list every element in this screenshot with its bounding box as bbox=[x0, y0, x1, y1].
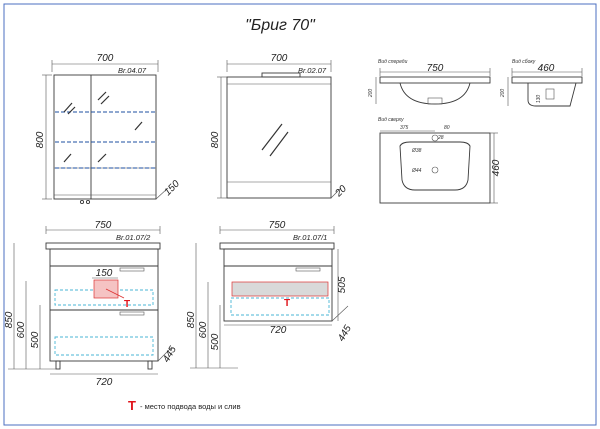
sink-front-height: 200 bbox=[368, 89, 374, 99]
cabinet-single-width-bottom: 720 bbox=[270, 325, 287, 336]
plumbing-marker: T bbox=[284, 298, 290, 309]
mirror-cabinet-height: 800 bbox=[35, 131, 46, 148]
sink-top-edge bbox=[379, 76, 491, 84]
plumbing-marker: T bbox=[124, 299, 130, 310]
legend-marker: T bbox=[128, 398, 136, 413]
sink-side-depth: 460 bbox=[538, 63, 555, 74]
sink-top-label: Вид сверху bbox=[378, 117, 404, 123]
cabinet-drawers-code: Br.01.07/2 bbox=[116, 233, 151, 242]
sink-side-label: Вид сбоку bbox=[512, 59, 536, 65]
mirror-cabinet-depth: 150 bbox=[162, 178, 182, 198]
sink-top-view: Вид сверху 375 80 28 Ø38 Ø44 460 bbox=[378, 117, 502, 204]
mirror-width: 700 bbox=[271, 53, 288, 64]
sink-top-depth: 460 bbox=[491, 159, 502, 176]
cabinet-drawers-view: 750 Br.01.07/2 T 150 850 600 500 445 bbox=[4, 220, 179, 388]
sink-top-offset: 375 bbox=[400, 125, 409, 131]
faucet-hole bbox=[431, 134, 439, 142]
mirror-cabinet-view: 700 Br.04.07 800 150 bbox=[35, 53, 182, 205]
sink-front-view: Вид спереди 750 200 bbox=[368, 59, 491, 105]
sink-top-bowl bbox=[399, 141, 471, 191]
sink-slab bbox=[45, 242, 161, 250]
sink-hole-diam-a: Ø38 bbox=[411, 148, 422, 154]
sink-hole-diam-b: Ø44 bbox=[411, 168, 422, 174]
cabinet-drawers-height-b: 500 bbox=[30, 331, 41, 348]
cabinet-drawers-height-a: 600 bbox=[16, 321, 27, 338]
drawer-zone bbox=[54, 336, 154, 356]
drawing-title: "Бриг 70" bbox=[245, 17, 316, 34]
sink-top-outline bbox=[379, 132, 491, 204]
plumbing-zone bbox=[231, 281, 329, 297]
mirror-depth: 20 bbox=[333, 183, 350, 200]
cabinet-single-height-a: 600 bbox=[198, 321, 209, 338]
drawer-zone bbox=[230, 297, 330, 316]
sink-width: 750 bbox=[427, 63, 444, 74]
sink-side-height: 200 bbox=[500, 89, 506, 99]
drawer-handle bbox=[295, 267, 321, 272]
cabinet-single-height-right: 505 bbox=[337, 276, 348, 293]
cabinet-single-view: 750 Br.01.07/1 T 505 850 600 500 720 445 bbox=[186, 220, 354, 369]
mirror-code: Br.02.07 bbox=[298, 66, 327, 75]
mirror-lamp bbox=[261, 72, 301, 78]
legend: T - место подвода воды и слив bbox=[128, 398, 241, 413]
drawer-handle bbox=[119, 267, 145, 272]
sink-bowl-profile bbox=[399, 82, 471, 105]
cabinet-drawers-height-total: 850 bbox=[4, 311, 15, 328]
cabinet-body bbox=[49, 248, 159, 362]
cabinet-drawers-width-top: 750 bbox=[95, 220, 112, 231]
mirror-height: 800 bbox=[210, 131, 221, 148]
mirror-body bbox=[226, 76, 332, 199]
sink-side-view: Вид сбоку 460 200 130 bbox=[500, 59, 583, 107]
sink-side-small: 130 bbox=[536, 95, 542, 104]
cabinet-single-code: Br.01.07/1 bbox=[293, 233, 327, 242]
cabinet-drawers-width-bottom: 720 bbox=[96, 377, 113, 388]
drain-hole bbox=[431, 166, 439, 174]
mirror-cabinet-code: Br.04.07 bbox=[118, 66, 147, 75]
cabinet-drawers-depth: 445 bbox=[161, 344, 179, 364]
cabinet-single-height-b: 500 bbox=[210, 333, 221, 350]
mirror-view: 700 Br.02.07 800 20 bbox=[210, 53, 349, 200]
sink-top-small-a: 80 bbox=[444, 125, 450, 131]
cabinet-body bbox=[223, 248, 333, 322]
sink-side-profile bbox=[527, 82, 577, 107]
mirror-cabinet-body bbox=[53, 74, 157, 200]
sheet-frame bbox=[3, 3, 597, 426]
sink-side-top bbox=[511, 76, 583, 84]
cabinet-drawers-inner-cut: 150 bbox=[96, 268, 113, 279]
sink-front-label: Вид спереди bbox=[378, 59, 408, 65]
drawer-zone bbox=[54, 289, 154, 306]
cabinet-single-height-total: 850 bbox=[186, 311, 197, 328]
sink-top-small-b: 28 bbox=[437, 135, 444, 141]
legend-text: - место подвода воды и слив bbox=[140, 402, 241, 411]
mirror-cabinet-width: 700 bbox=[97, 53, 114, 64]
sink-slab bbox=[219, 242, 335, 250]
drawer-handle bbox=[119, 311, 145, 316]
cabinet-single-depth: 445 bbox=[336, 323, 354, 343]
cabinet-single-width-top: 750 bbox=[269, 220, 286, 231]
